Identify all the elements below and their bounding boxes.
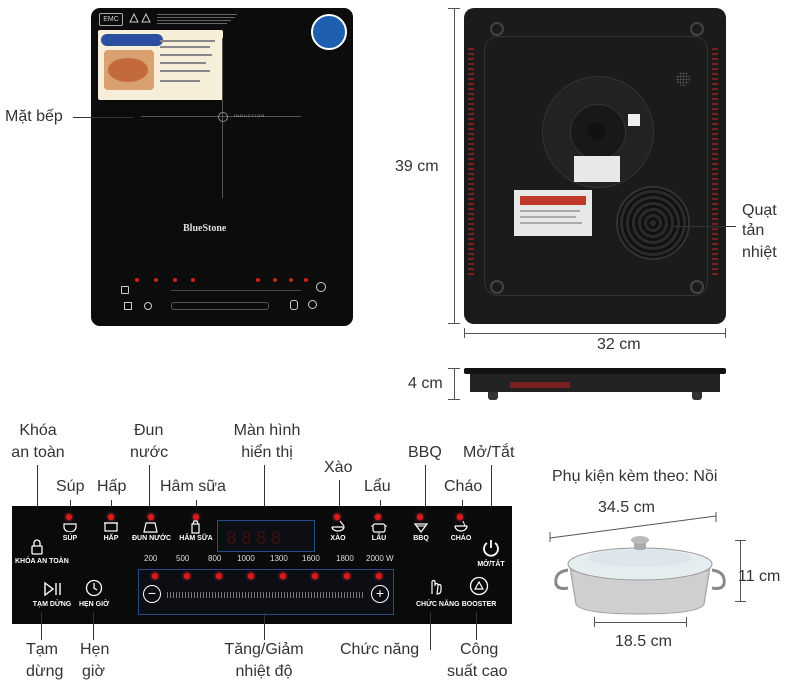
emc-logo: EMC [99,13,123,26]
dim-height: 39 cm [395,158,439,175]
power-level: 800 [208,554,222,563]
power-level: 1800 [336,554,354,563]
panel-sup: SÚP [62,535,78,542]
cooktop-top-view: EMC INDUCTION BlueStone [91,8,353,326]
power-level: 1300 [270,554,288,563]
label-dun-2: nước [130,444,169,461]
panel-chao: CHÁO [450,535,472,542]
hand-icon[interactable] [426,576,444,596]
label-bbq: BBQ [408,444,442,461]
soup-icon[interactable] [62,520,78,532]
label-xao: Xào [324,459,353,476]
label-hap: Hấp [97,478,127,495]
bbq-icon[interactable] [413,520,429,533]
fan-grill [616,186,690,260]
dim-pot-width: 34.5 cm [598,499,655,516]
panel-motat: MỞ/TẮT [477,561,505,568]
label-quat-1: Quạt [742,202,777,219]
label-khoa-2: an toàn [11,444,65,461]
dim-width: 32 cm [597,336,641,353]
dim-thickness: 4 cm [408,375,443,392]
steam-icon[interactable] [103,520,119,532]
product-sticker [98,30,223,100]
dim-pot-base: 18.5 cm [615,633,672,650]
panel-xao: XÀO [330,535,346,542]
label-hen-2: giờ [82,663,105,680]
label-man-hinh-2: hiển thị [241,444,293,461]
dim-pot-height: 11 cm [738,568,781,585]
panel-dun: ĐUN NƯỚC [132,535,171,542]
kettle-icon[interactable] [142,520,160,533]
label-tang-1: Tăng/Giảm [224,641,304,658]
label-hen-1: Hẹn [80,641,110,658]
label-cong-1: Công [460,641,499,658]
lock-icon[interactable] [30,539,44,555]
label-quat-2: tản [742,222,765,239]
label-lau: Lẩu [364,478,391,495]
power-level: 1000 [237,554,255,563]
power-icon[interactable] [481,538,501,558]
label-sup: Súp [56,478,85,495]
warranty-badge [311,14,347,50]
porridge-icon[interactable] [453,520,469,533]
panel-tamdung: TẠM DỪNG [32,601,72,608]
panel-hengio: HẸN GIỜ [78,601,110,608]
pot-illustration [554,536,726,615]
panel-khoa: KHÓA AN TOÀN [15,558,69,565]
temperature-slider[interactable]: − + [138,569,394,615]
pause-icon[interactable] [42,581,64,597]
label-man-hinh-1: Màn hình [233,422,301,439]
pot-width-arrow [549,512,717,542]
control-panel: KHÓA AN TOÀN SÚP HẤP ĐUN NƯỚC HÂM SỮA 88… [12,506,512,624]
booster-icon[interactable] [469,576,489,596]
label-tam-1: Tạm [26,641,58,658]
power-level: 500 [176,554,190,563]
induction-text: INDUCTION [234,113,266,118]
hotpot-icon[interactable] [371,520,387,533]
milk-icon[interactable] [190,520,202,534]
label-tam-2: dừng [26,663,64,680]
label-mo-tat: Mở/Tắt [463,444,515,461]
label-tang-2: nhiệt độ [235,663,293,680]
label-phu-kien: Phụ kiện kèm theo: Nồi [552,468,718,485]
label-ham-sua: Hâm sữa [160,478,226,495]
label-khoa-1: Khóa [19,422,57,439]
label-chao: Cháo [444,478,483,495]
timer-icon[interactable] [85,579,103,597]
stir-fry-icon[interactable] [330,520,346,533]
cooktop-back-view [464,8,726,324]
power-level: 1600 [302,554,320,563]
minus-button[interactable]: − [143,585,161,603]
label-quat-3: nhiệt [742,244,777,261]
label-cong-2: suất cao [447,663,508,680]
label-chuc-nang: Chức năng [340,641,420,658]
warning-icon [129,13,151,23]
cooktop-side-view [464,368,726,400]
brand-logo: BlueStone [183,223,227,234]
panel-bbq: BBQ [413,535,429,542]
plus-button[interactable]: + [371,585,389,603]
panel-booster: BOOSTER [461,601,497,608]
panel-hap: HẤP [103,535,119,542]
label-mat-bep: Mặt bếp [5,108,63,125]
power-level: 2000 W [366,554,394,563]
panel-ham: HÂM SỮA [179,535,213,542]
panel-lau: LẨU [371,535,387,542]
power-level: 200 [144,554,158,563]
panel-chucnang: CHỨC NĂNG [416,601,460,608]
led-display: 8888 [217,520,315,552]
label-dun-1: Đun [134,422,164,439]
